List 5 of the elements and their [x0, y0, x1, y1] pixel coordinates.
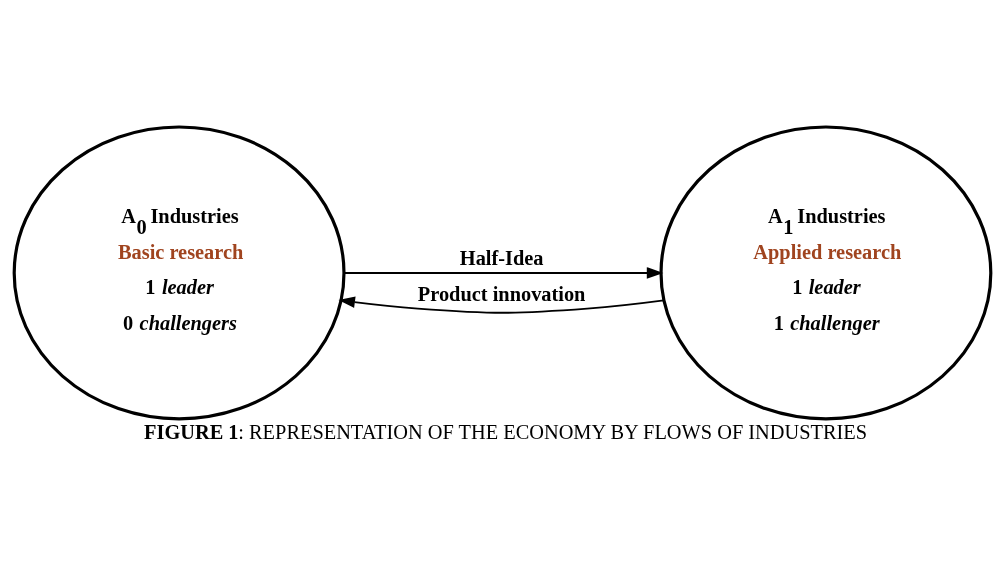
edge-label: Half-Idea: [459, 246, 544, 269]
arrow: [343, 266, 664, 279]
caption: FIGURE 1: REPRESENTATION OF THE ECONOMY BY FLOWS OF INDUSTRIES: [144, 420, 868, 443]
arrow: [338, 295, 665, 314]
edge-label: Product innovation: [417, 282, 586, 305]
